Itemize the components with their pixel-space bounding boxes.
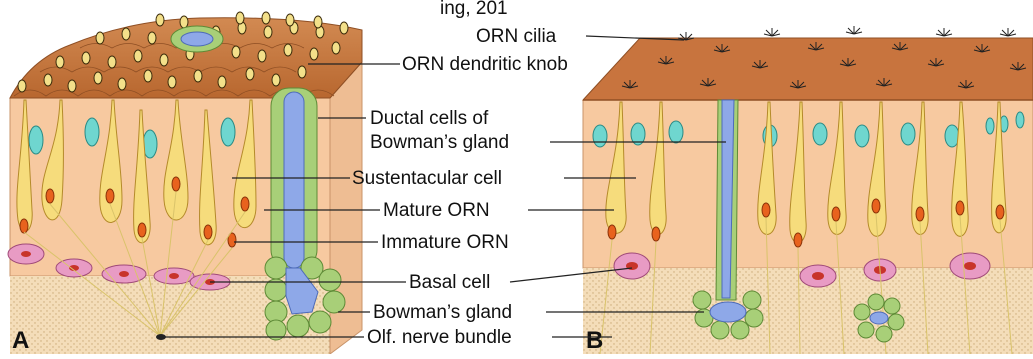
label-immature-orn: Immature ORN [381, 232, 509, 253]
labels-a: ORN dendritic knob Ductal cells of Bowma… [352, 54, 568, 348]
panel-a-letter: A [12, 327, 29, 354]
panel-b-letter: B [586, 327, 603, 354]
duct-lumen-opening-a [181, 32, 213, 46]
label-ductal-cells-2: Bowman’s gland [370, 132, 509, 153]
label-dendritic-knob: ORN dendritic knob [402, 54, 568, 75]
label-nerve-bundle: Olf. nerve bundle [367, 327, 512, 348]
labels-b: ORN cilia [476, 26, 557, 47]
label-sustentacular: Sustentacular cell [352, 168, 502, 189]
label-bowmans-gland: Bowman’s gland [373, 302, 512, 323]
label-orn-cilia: ORN cilia [476, 26, 557, 47]
label-mature-orn: Mature ORN [383, 200, 490, 221]
panel-a: A [8, 12, 362, 354]
label-ductal-cells-1: Ductal cells of [370, 108, 489, 129]
panel-b: B [583, 26, 1033, 354]
apical-surface-b [583, 38, 1033, 100]
label-basal-cell: Basal cell [409, 272, 490, 293]
caption-fragment: ing, 201 [440, 0, 508, 19]
